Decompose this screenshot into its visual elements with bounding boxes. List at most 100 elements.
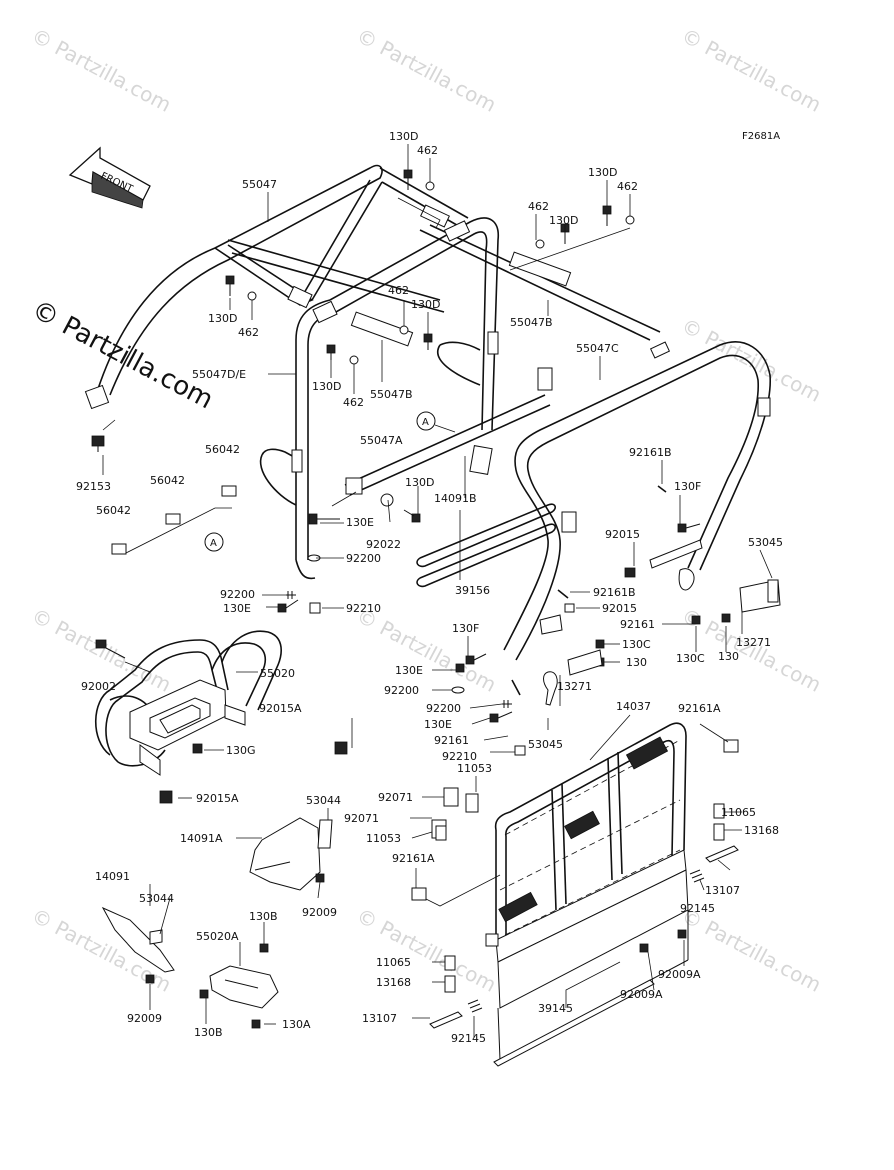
part-label: 92161B [593,586,636,599]
part-label: 92161 [434,734,469,747]
nut-icon [624,567,636,578]
tube-39156 [416,503,556,588]
part-label: 92071 [378,791,413,804]
pin-icon [444,975,456,993]
guard-55020a [199,943,279,1029]
part-label: 130D [389,130,418,143]
part-label: 92210 [442,750,477,763]
part-label: 462 [238,326,259,339]
bolt-icon [259,943,269,953]
tags-56042 [111,485,237,555]
roll-cage [95,164,772,696]
pin-icon [713,823,725,841]
bolt-icon [91,435,105,452]
washer-icon [349,355,359,365]
part-label: 130E [346,516,374,529]
part-label: 13107 [705,884,740,897]
part-label: 462 [528,200,549,213]
part-label: 13107 [362,1012,397,1025]
part-label: 130A [282,1018,311,1031]
bolt-icon [277,599,299,613]
bolt-icon [465,653,487,665]
part-label: 92015A [196,792,239,805]
callout-a-top: A [416,411,456,433]
part-label: 13271 [557,680,592,693]
part-label: 14091A [180,832,223,845]
part-label: 11065 [721,806,756,819]
part-label: 92009 [302,906,337,919]
spring-icon [502,700,512,708]
watermark: © Partzilla.com [353,903,501,997]
part-label: 53044 [306,794,341,807]
cover-14091a [249,817,333,891]
part-label: 130C [676,652,705,665]
part-label: 462 [617,180,638,193]
bolt-icon [326,344,336,360]
leader-lines [102,144,773,1038]
brackets [84,204,771,533]
part-label: 39145 [538,1002,573,1015]
part-label: 130D [208,312,237,325]
part-label: 92145 [451,1032,486,1045]
part-label: 92200 [220,588,255,601]
bolt-icon [602,205,612,226]
part-label: 55047C [576,342,619,355]
part-label: 39156 [455,584,490,597]
part-label: 13168 [744,824,779,837]
part-label: 92015 [602,602,637,615]
part-label: 92015A [259,702,302,715]
part-label: 130F [452,622,479,635]
bolt-icon [677,929,687,939]
cover-14091 [101,906,175,984]
svg-text:A: A [210,538,217,549]
svg-text:A: A [422,417,429,428]
bolt-icon [721,613,731,623]
part-label: 130D [588,166,617,179]
part-label: 53045 [748,536,783,549]
part-label: 130 [718,650,739,663]
bolt-icon [423,333,433,350]
part-label: 92015 [605,528,640,541]
washer-icon [247,291,257,301]
nut-icon [159,790,173,804]
part-label: 14091 [95,870,130,883]
part-label: 55020A [196,930,239,943]
part-label: 130C [622,638,651,651]
part-label: 55047B [370,388,413,401]
tag-56042 [111,543,127,555]
part-label: 92161 [620,618,655,631]
pin-icon [713,803,725,819]
part-label: 130E [223,602,251,615]
bolt-icon [199,989,209,999]
part-label: 92153 [76,480,111,493]
part-label: 130B [249,910,278,923]
pin-icon [444,955,456,971]
bolt-icon [95,639,126,659]
rear-panel-14037 [485,722,689,1067]
part-label: 55047A [360,434,403,447]
nut-icon [455,663,465,673]
part-label: 55047D/E [192,368,246,381]
washer-icon [380,493,394,507]
bolt-icon [639,943,649,953]
part-label: 92009 [127,1012,162,1025]
pin-icon [557,589,569,599]
part-label: 130G [226,744,256,757]
bolt-icon [677,523,701,533]
hinge-pins [429,803,739,1029]
part-label: 130E [424,718,452,731]
watermark: © Partzilla.com [28,23,176,117]
washer-icon [425,181,435,191]
bolt-icon [225,275,235,296]
nut-icon [309,602,321,614]
part-label: 14037 [616,700,651,713]
front-arrow-icon: FRONT [68,146,151,209]
tag-56042 [165,513,181,525]
part-label: 56042 [205,443,240,456]
part-label: 55047B [510,316,553,329]
part-label: 130D [549,214,578,227]
part-label: 130B [194,1026,223,1039]
part-label: 92009A [620,988,663,1001]
part-label: 130D [411,298,440,311]
